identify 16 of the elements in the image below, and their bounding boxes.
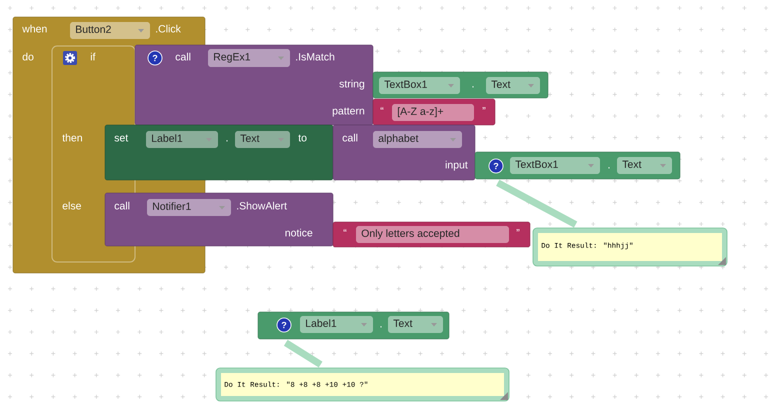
dropdown-field: Text xyxy=(617,157,672,174)
dropdown-field: Text xyxy=(388,316,443,333)
dropdown-field: Label1 xyxy=(146,131,218,148)
dropdown-field: TextBox1 xyxy=(510,157,600,174)
dropdown-field: Text xyxy=(486,77,540,94)
dropdown-field: Label1 xyxy=(300,316,373,333)
dropdown-field: Text xyxy=(235,131,290,148)
comment-tail xyxy=(284,340,322,368)
dropdown-field: Button2 xyxy=(70,22,150,39)
dropdown-field: [A-Z a-z]+ xyxy=(392,104,474,121)
comment-tail xyxy=(496,180,578,228)
dropdown-field: Notifier1 xyxy=(147,199,231,216)
dropdown-field: alphabet xyxy=(373,131,462,148)
dropdown-field: Only letters accepted xyxy=(356,226,509,243)
dropdown-field: RegEx1 xyxy=(208,49,290,67)
dropdown-field: TextBox1 xyxy=(379,77,460,94)
